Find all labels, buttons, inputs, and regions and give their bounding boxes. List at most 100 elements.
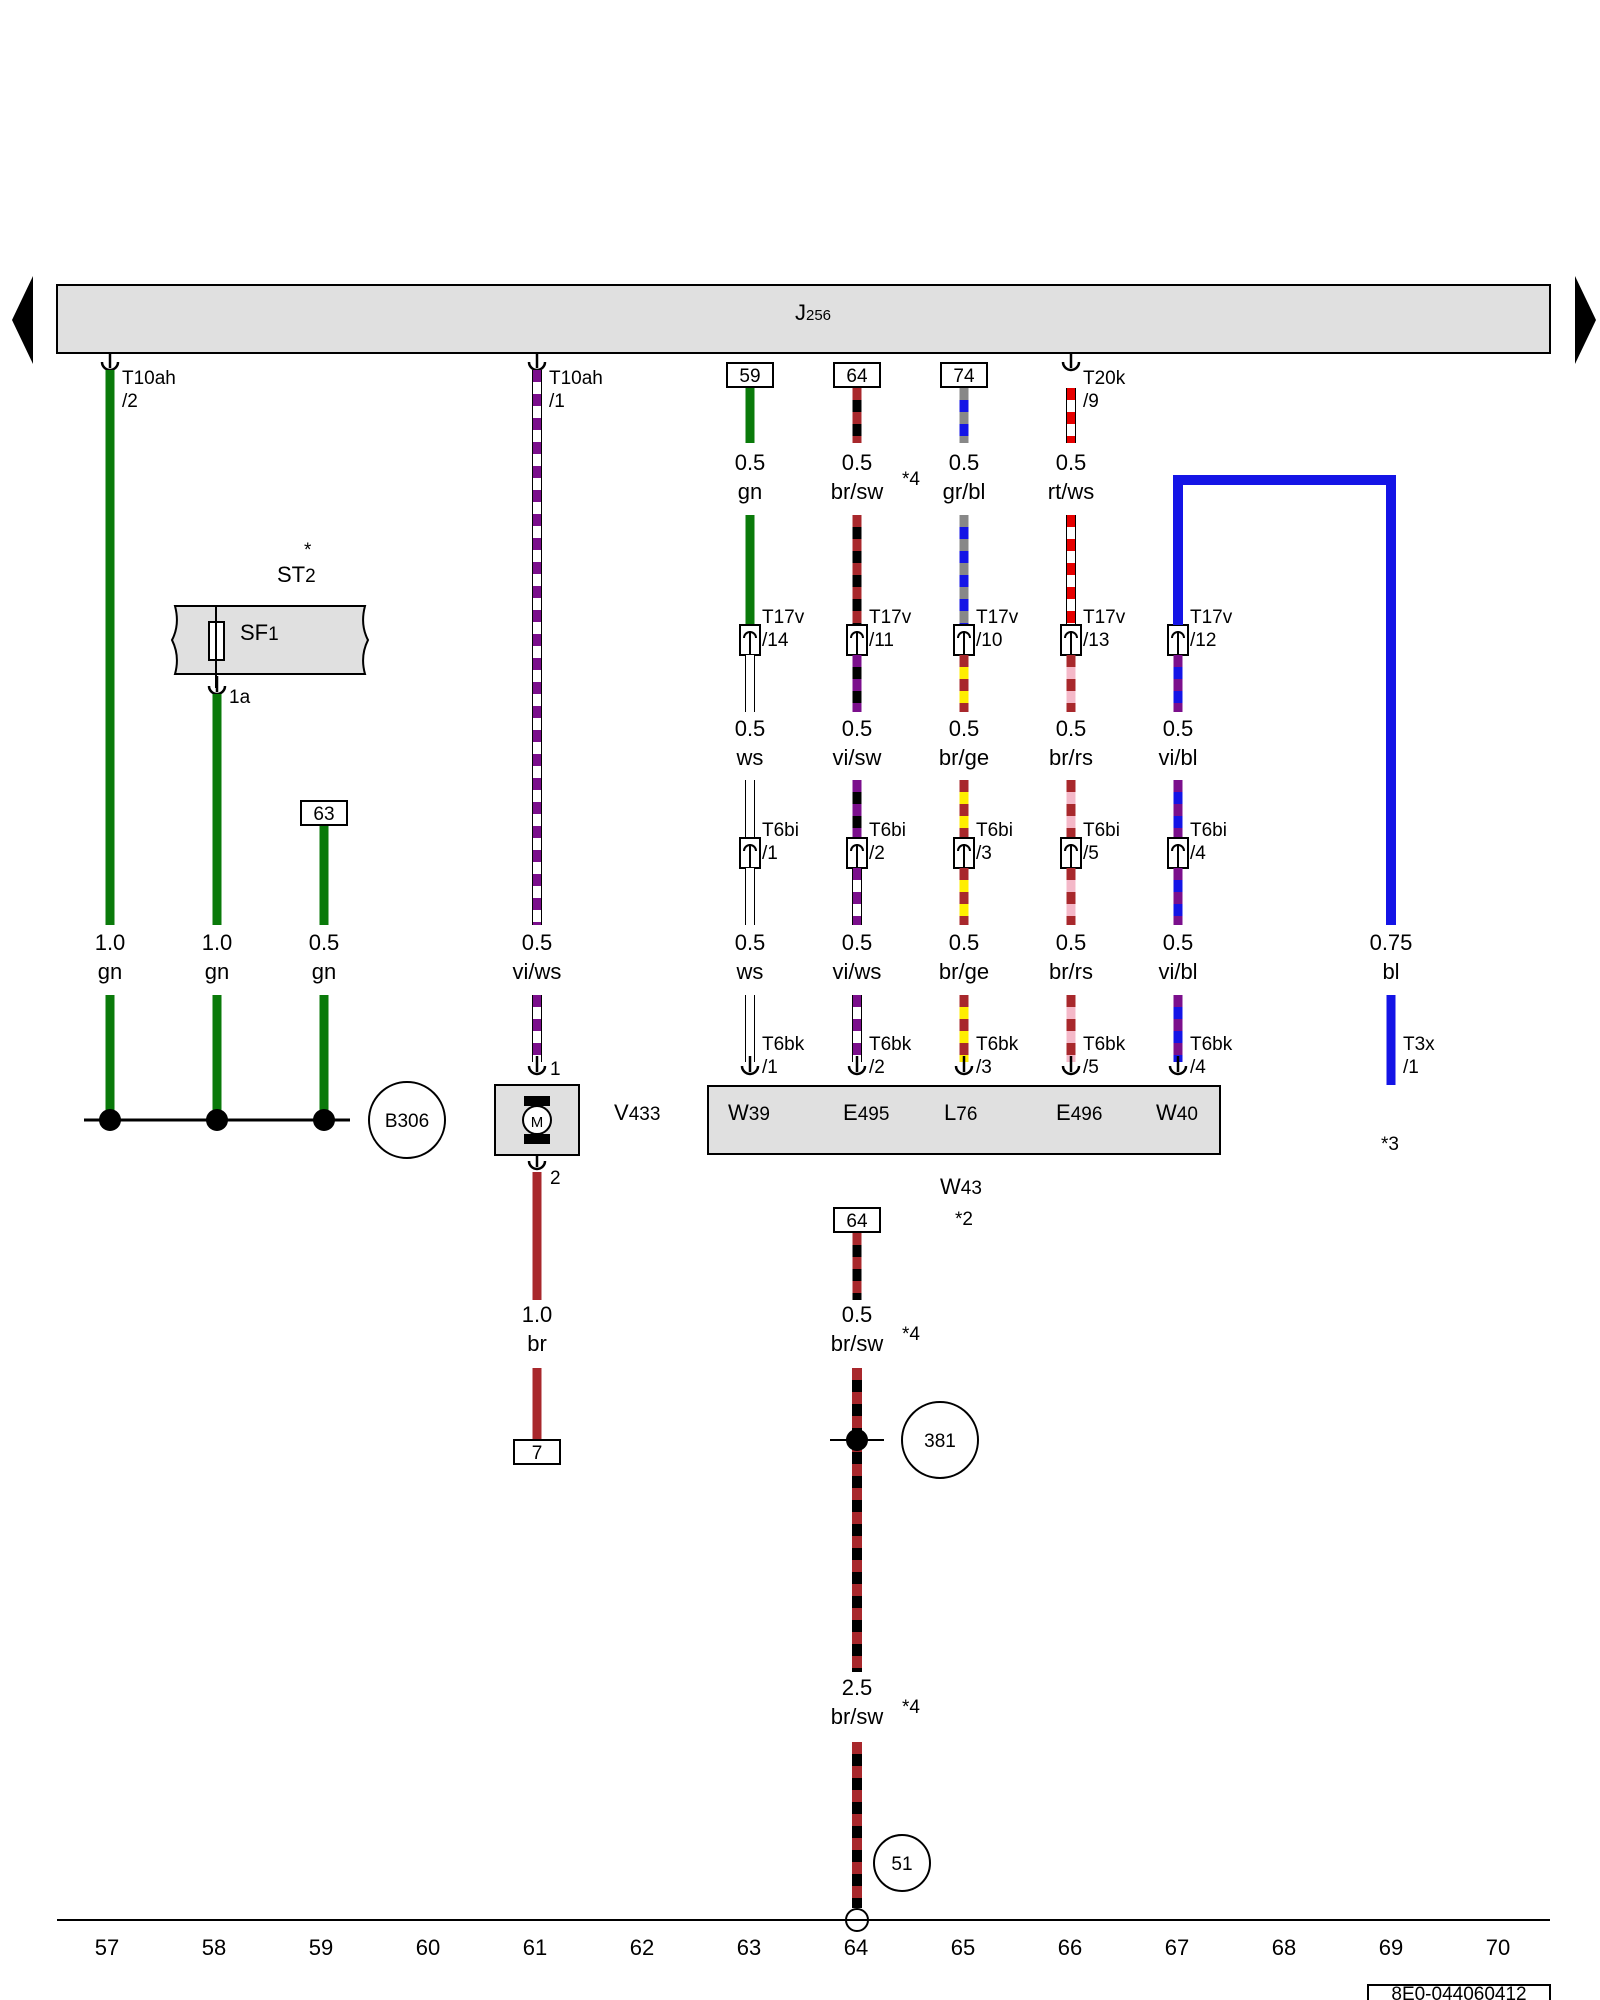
motor-pin-bottom: 2: [550, 1168, 561, 1189]
module-w43-note: *2: [955, 1209, 973, 1230]
wire-66-mid-color: br/rs: [1049, 745, 1093, 770]
wire-65-color: gr/bl: [943, 479, 986, 504]
connector-pin: /2: [869, 843, 885, 864]
component-label: E495: [843, 1100, 889, 1125]
note-marker: *4: [902, 469, 920, 490]
connector-pin: /10: [976, 630, 1002, 651]
reference-number: 63: [313, 804, 334, 825]
inline-connector-icon: [953, 624, 975, 656]
wire-66-color: rt/ws: [1048, 479, 1094, 504]
connector-name: T10ah: [549, 368, 603, 389]
connector-name: T17v: [976, 607, 1019, 628]
wire-58-size: 1.0: [202, 930, 233, 955]
connector-name: T6bi: [762, 820, 799, 841]
junction-icon: [901, 1401, 979, 1479]
motor-pin-top: 1: [550, 1059, 561, 1080]
connector-icon: [527, 350, 547, 372]
connector-name: T3x: [1403, 1034, 1435, 1055]
connector-name: T20k: [1083, 368, 1126, 389]
grid-number: 58: [202, 1935, 226, 1960]
svg-text:M: M: [531, 1114, 544, 1131]
control-unit-label: J256: [795, 300, 831, 325]
splice-dot: [313, 1109, 335, 1131]
reference-number: 64: [846, 1211, 868, 1232]
wire-57-color: gn: [98, 959, 122, 984]
wire-63-color: gn: [738, 479, 762, 504]
connector-pin: /1: [1403, 1057, 1419, 1078]
wire-67-69-loop: [1173, 475, 1396, 925]
reference-box[interactable]: [513, 1439, 561, 1465]
doc-id-box: [1367, 1984, 1551, 2000]
reference-box[interactable]: [726, 362, 774, 388]
connector-name: T6bk: [1190, 1034, 1233, 1055]
module-w43-box: [707, 1085, 1221, 1155]
reference-box[interactable]: [833, 362, 881, 388]
reference-box[interactable]: [300, 800, 348, 826]
wire-67-mid-color: vi/bl: [1158, 745, 1197, 770]
wire-63: [745, 995, 755, 1062]
doc-id: 8E0-044060412: [1391, 1984, 1526, 2000]
connector-pin: /14: [762, 630, 789, 651]
fuse-box-star: *: [304, 540, 312, 561]
inline-connector-icon: [846, 837, 868, 869]
connector-pin: /3: [976, 843, 992, 864]
connector-name: T6bi: [869, 820, 906, 841]
wire-61: [532, 370, 542, 925]
wires-layer: T10ah/21.0gn1a1.0gn630.5gnT10ah/10.5vi/w…: [95, 350, 1435, 1932]
connector-pin: /5: [1083, 1057, 1099, 1078]
grid-number: 64: [844, 1935, 868, 1960]
reference-box[interactable]: [833, 1207, 881, 1233]
nav-arrow-right-icon[interactable]: [1575, 276, 1596, 364]
connector-name: T6bk: [976, 1034, 1019, 1055]
wire-66: [1066, 388, 1076, 443]
connector-name: T6bk: [1083, 1034, 1126, 1055]
note-marker: *4: [902, 1697, 920, 1718]
connector-pin: /1: [549, 391, 565, 412]
nav-arrow-left-icon[interactable]: [12, 276, 33, 364]
inline-connector-icon: [1167, 837, 1189, 869]
connector-name: 1a: [229, 687, 251, 708]
fuse-label: SF1: [240, 620, 279, 645]
grid-number: 62: [630, 1935, 654, 1960]
wire-63: [745, 655, 755, 712]
connector-name: T10ah: [122, 368, 176, 389]
splice-dot: [99, 1109, 121, 1131]
junction-label: 381: [924, 1431, 956, 1452]
wire-61-color: vi/ws: [513, 959, 562, 984]
wire-69-size: 0.75: [1370, 930, 1413, 955]
module-w43-label: W43: [940, 1174, 982, 1199]
wire-57-size: 1.0: [95, 930, 126, 955]
connector-icon: [1061, 1054, 1081, 1076]
connector-icon: [527, 1054, 547, 1076]
wire-59-size: 0.5: [309, 930, 340, 955]
connector-icon: [1061, 350, 1081, 372]
inline-connector-icon: [1167, 624, 1189, 656]
wire-63-size: 0.5: [735, 450, 766, 475]
component-label: W39: [728, 1100, 770, 1125]
wire-64: [852, 868, 862, 925]
wire-65-mid-color: br/ge: [939, 745, 989, 770]
grid-number: 70: [1486, 1935, 1510, 1960]
wire-67-low-size: 0.5: [1163, 930, 1194, 955]
connector-name: T6bk: [869, 1034, 912, 1055]
connector-name: T6bi: [976, 820, 1013, 841]
connector-pin: /11: [869, 630, 894, 651]
wire-66: [1066, 515, 1076, 625]
component-label: E496: [1056, 1100, 1102, 1125]
grid-number: 69: [1379, 1935, 1403, 1960]
wire-64-mid-size: 0.5: [842, 716, 873, 741]
wire-66-low-color: br/rs: [1049, 959, 1093, 984]
connector-name: T17v: [1190, 607, 1233, 628]
connector-name: T17v: [762, 607, 805, 628]
connector-pin: /4: [1190, 843, 1206, 864]
reference-box[interactable]: [940, 362, 988, 388]
note-marker: *3: [1381, 1134, 1399, 1155]
grid-number: 57: [95, 1935, 119, 1960]
wire-61: [532, 995, 542, 1062]
wire-motor-size: 1.0: [522, 1302, 553, 1327]
splice-dot: [206, 1109, 228, 1131]
ground-point-icon: [368, 1081, 446, 1159]
wire-61-size: 0.5: [522, 930, 553, 955]
splice-dot: [846, 1429, 868, 1451]
connector-icon: [740, 1054, 760, 1076]
